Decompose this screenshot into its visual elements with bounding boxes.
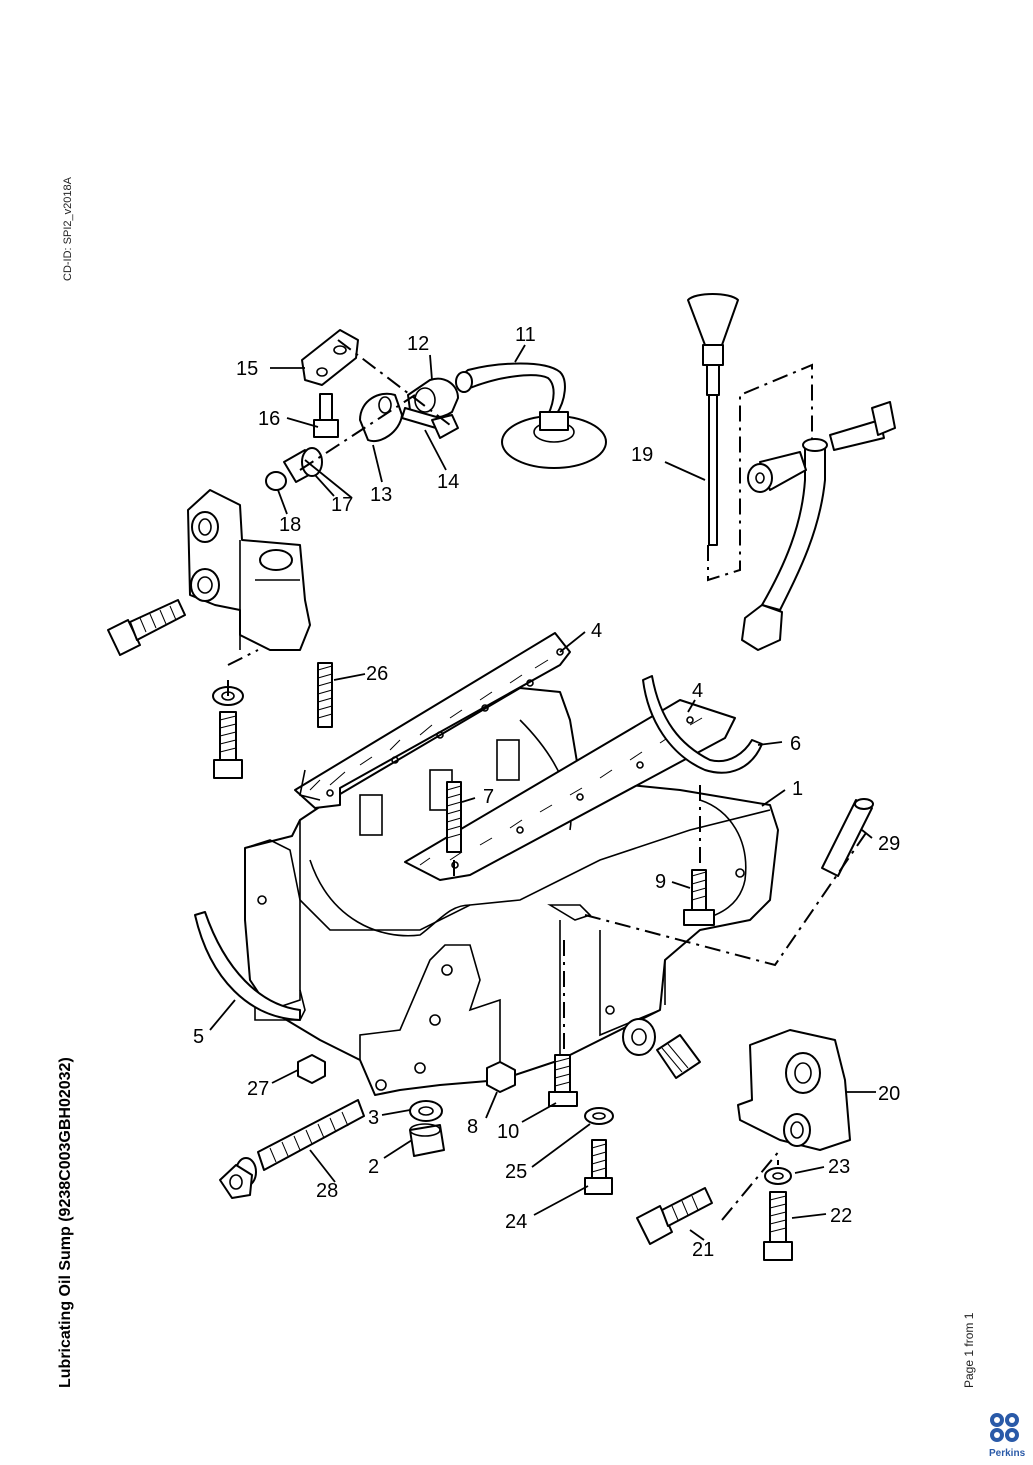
callout-4-upper: 4 [591,620,602,642]
perkins-logo-text: Perkins [989,1448,1026,1459]
stud-7 [446,781,462,853]
callout-2: 2 [368,1156,379,1178]
callout-3: 3 [368,1107,379,1129]
washer-23 [764,1167,792,1185]
callout-16: 16 [258,408,280,430]
dipstick [687,293,739,546]
callout-1: 1 [792,778,803,800]
bolt-14 [401,407,459,439]
dipstick-tube [741,401,896,651]
perkins-logo: Perkins [988,1412,1028,1460]
drain-plug [622,1018,701,1079]
nut-8 [486,1061,516,1093]
gasket-left [294,632,571,809]
bolt-22 [763,1191,793,1261]
callout-20: 20 [878,1083,900,1105]
callout-8: 8 [467,1116,478,1138]
callouts: 1 2 3 4 4 5 6 7 8 9 10 11 12 13 14 15 16… [193,324,900,1261]
bolt-24 [584,1139,613,1195]
bolt-16 [313,393,339,438]
nut-27 [297,1054,326,1084]
oil-pickup-pipe [455,362,607,469]
callout-11: 11 [515,324,536,346]
callout-27: 27 [247,1078,269,1100]
bolt-21 [636,1187,713,1245]
callout-7: 7 [483,786,494,808]
callout-15: 15 [236,358,258,380]
callout-4-lower: 4 [692,680,703,702]
perkins-logo-icon: Perkins [989,1413,1026,1459]
callout-21: 21 [692,1239,714,1261]
plug-18 [265,471,287,491]
washer-nut-left [212,686,244,779]
bolt-left-bracket [107,599,186,656]
callout-9: 9 [655,871,666,893]
callout-12: 12 [407,333,429,355]
pipe-29 [821,798,874,877]
bolt-10 [548,1054,578,1107]
callout-25: 25 [505,1161,527,1183]
callout-17: 17 [331,494,353,516]
leader-lines [209,344,876,1241]
stud-28 [219,1099,365,1199]
callout-29: 29 [878,833,900,855]
callout-28: 28 [316,1180,338,1202]
callout-19: 19 [631,444,653,466]
callout-24: 24 [505,1211,527,1233]
callout-14: 14 [437,471,459,493]
bolt-9 [683,869,715,926]
rear-seal-arc [194,911,301,1021]
callout-13: 13 [370,484,392,506]
bush-2 [409,1123,445,1157]
bush-3 [409,1100,443,1122]
bracket-15 [301,329,359,386]
front-seal-arc [642,675,763,774]
callout-18: 18 [279,514,301,536]
washer-25 [584,1107,614,1125]
callout-23: 23 [828,1156,850,1178]
callout-6: 6 [790,733,801,755]
mounting-bracket-left [187,489,311,651]
callout-10: 10 [497,1121,519,1143]
callout-5: 5 [193,1026,204,1048]
mounting-bracket-right [737,1029,851,1151]
callout-22: 22 [830,1205,852,1227]
stud-26 [317,662,333,728]
callout-26: 26 [366,663,388,685]
